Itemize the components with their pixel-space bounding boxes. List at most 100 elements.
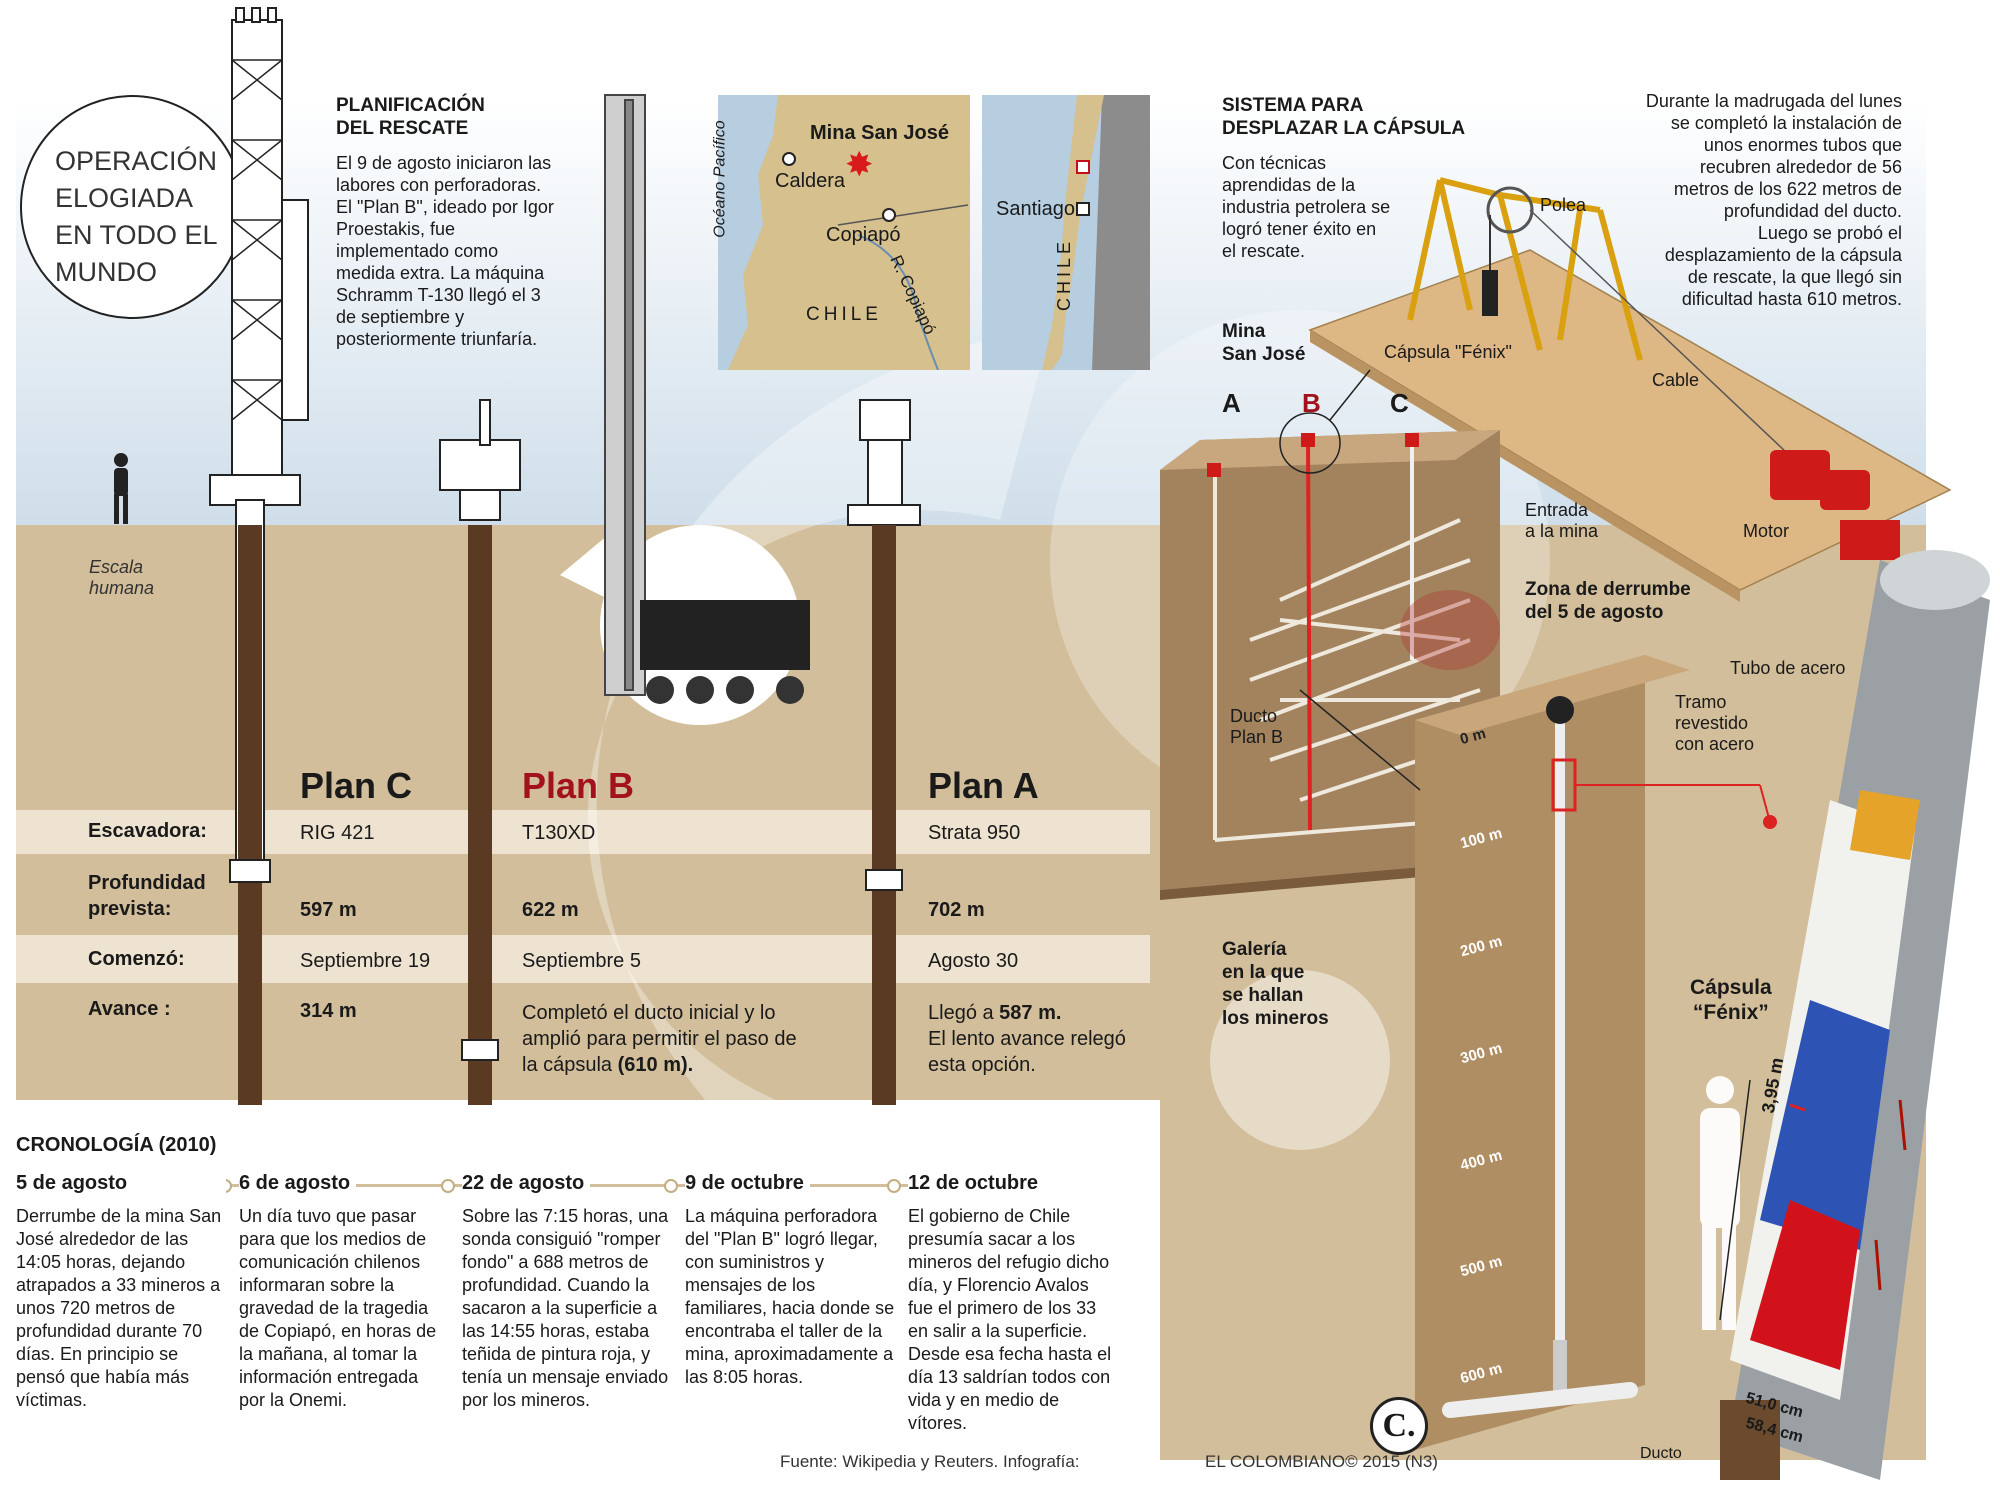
map-copiapo-label: Copiapó <box>826 224 901 246</box>
sistema-title-2: DESPLAZAR LA CÁPSULA <box>1222 118 1466 139</box>
label-capsula-1: Cápsula <box>1690 976 1772 999</box>
sistema-line: Con técnicas <box>1222 153 1327 173</box>
event-4: 9 de octubre La máquina perforadora del … <box>685 1172 895 1389</box>
circle-line-4: MUNDO <box>55 257 157 287</box>
sistema-line: industria petrolera se <box>1222 197 1391 217</box>
label-entrada: Entrada a la mina <box>1525 500 1598 542</box>
right-line: desplazamiento de la cápsula <box>1664 245 1902 265</box>
event-date: 6 de agosto <box>239 1172 357 1195</box>
plan-a-avance-1: Llegó a 587 m. <box>928 1000 1126 1026</box>
plan-a-profundidad: 702 m <box>928 899 985 921</box>
label-motor: Motor <box>1743 521 1790 541</box>
plan-a-excavadora: Strata 950 <box>928 822 1021 844</box>
plan-b-profundidad: 622 m <box>522 899 579 921</box>
label-galeria-2: en la que <box>1222 962 1305 983</box>
plan-b-avance-3b: (610 m). <box>617 1054 694 1076</box>
sistema-text: Con técnicas aprendidas de la industria … <box>1222 152 1390 262</box>
right-line: se completó la instalación de <box>1670 113 1902 133</box>
map-country-label: CHILE <box>806 304 882 325</box>
table-row-bg-3 <box>16 935 1150 983</box>
row-label-profundidad: Profundidad prevista: <box>88 870 206 922</box>
plan-line: labores con perforadoras. <box>336 175 542 195</box>
label-a: A <box>1222 388 1241 418</box>
chronology-title: CRONOLOGÍA (2010) <box>16 1134 217 1156</box>
event-text: Sobre las 7:15 horas, una sonda consigui… <box>462 1206 669 1410</box>
plan-line: Schramm T-130 llegó el 3 <box>336 285 541 305</box>
label-zona-1: Zona de derrumbe <box>1525 579 1691 600</box>
label-capsula-2: “Fénix” <box>1692 1001 1769 1024</box>
label-galeria-3: se hallan <box>1222 985 1304 1006</box>
sistema-title: SISTEMA PARA DESPLAZAR LA CÁPSULA <box>1222 94 1465 140</box>
timeline-dot <box>887 1179 901 1193</box>
plan-a-avance-1a: Llegó a <box>928 1002 1000 1024</box>
plan-line: Proestakis, fue <box>336 219 456 239</box>
sistema-title-1: SISTEMA PARA <box>1222 95 1364 116</box>
label-mina-1: Mina <box>1222 321 1266 342</box>
event-text: El gobierno de Chile presumía sacar a lo… <box>908 1206 1112 1433</box>
plan-a-avance-1b: 587 m. <box>999 1002 1062 1024</box>
plan-b-avance-1: Completó el ducto inicial y lo <box>522 1002 776 1024</box>
circle-title-text: OPERACIÓN ELOGIADA EN TODO EL MUNDO <box>55 143 218 291</box>
plan-a-avance-2: El lento avance relegó <box>928 1028 1126 1050</box>
event-date: 22 de agosto <box>462 1172 591 1195</box>
label-entrada-2: a la mina <box>1525 521 1599 541</box>
timeline-dot <box>441 1179 455 1193</box>
plan-c-comenzo: Septiembre 19 <box>300 950 431 972</box>
right-line: metros de los 622 metros de <box>1673 179 1902 199</box>
circle-line-1: OPERACIÓN <box>55 146 218 176</box>
event-1: 5 de agosto Derrumbe de la mina San José… <box>16 1172 226 1412</box>
right-text: Durante la madrugada del lunes se comple… <box>1560 90 1902 310</box>
event-text: Derrumbe de la mina San José alrededor d… <box>16 1206 222 1410</box>
label-mina-2: San José <box>1222 344 1306 365</box>
scale-label-2: humana <box>89 578 155 598</box>
event-text: Un día tuvo que pasar para que los medio… <box>239 1206 437 1410</box>
label-entrada-1: Entrada <box>1525 500 1589 520</box>
label-ducto: Ducto <box>1640 1445 1682 1462</box>
event-5: 12 de octubre El gobierno de Chile presu… <box>908 1172 1118 1435</box>
plan-a-avance: Llegó a 587 m. El lento avance relegó es… <box>928 1000 1126 1078</box>
circle-line-3: EN TODO EL <box>55 220 218 250</box>
plan-b-title: Plan B <box>522 765 635 806</box>
row-label-profundidad-1: Profundidad <box>88 872 206 894</box>
row-label-comenzo: Comenzó: <box>88 948 185 970</box>
map-caldera-label: Caldera <box>775 170 846 192</box>
title-circle <box>20 95 244 319</box>
right-line: Luego se probó el <box>1757 223 1902 243</box>
logo-text: C. <box>1382 1407 1416 1444</box>
plan-line: posteriormente triunfaría. <box>336 329 538 349</box>
label-galeria: Galería en la que se hallan los mineros <box>1222 938 1329 1030</box>
table-row-bg-1 <box>16 810 1150 854</box>
label-zona-2: del 5 de agosto <box>1525 602 1664 623</box>
map-santiago-square <box>1076 202 1090 216</box>
circle-line-2: ELOGIADA <box>55 183 194 213</box>
plan-c-avance: 314 m <box>300 1000 357 1022</box>
label-tubo-acero: Tubo de acero <box>1730 658 1846 678</box>
label-tramo-1: Tramo <box>1675 692 1727 712</box>
event-date: 5 de agosto <box>16 1172 134 1195</box>
label-capsula: Cápsula “Fénix” <box>1690 975 1772 1025</box>
label-tramo: Tramo revestido con acero <box>1675 692 1754 755</box>
timeline-dot <box>664 1179 678 1193</box>
plan-b-avance-3: la cápsula (610 m). <box>522 1052 797 1078</box>
right-line: unos enormes tubos que <box>1703 135 1902 155</box>
row-label-avance: Avance : <box>88 998 171 1020</box>
event-3: 22 de agosto Sobre las 7:15 horas, una s… <box>462 1172 672 1412</box>
plan-line: El 9 de agosto iniciaron las <box>336 153 552 173</box>
plan-a-comenzo: Agosto 30 <box>928 950 1019 972</box>
label-capsula-fenix-crane: Cápsula "Fénix" <box>1384 342 1512 362</box>
plan-c-profundidad: 597 m <box>300 899 357 921</box>
map-copiapo-svg <box>718 95 969 370</box>
label-galeria-1: Galería <box>1222 939 1287 960</box>
plan-line: medida extra. La máquina <box>336 263 545 283</box>
event-text: La máquina perforadora del "Plan B" logr… <box>685 1206 895 1387</box>
label-c: C <box>1390 388 1409 418</box>
map-mine-marker: ✸ <box>845 146 874 184</box>
plan-b-avance: Completó el ducto inicial y lo amplió pa… <box>522 1000 797 1078</box>
source-text: Fuente: Wikipedia y Reuters. Infografía: <box>780 1452 1080 1471</box>
right-line: Durante la madrugada del lunes <box>1645 91 1902 111</box>
credit-text: EL COLOMBIANO© 2015 (N3) <box>1205 1452 1438 1471</box>
map-mine-square <box>1076 160 1090 174</box>
plan-c-title: Plan C <box>300 765 413 806</box>
